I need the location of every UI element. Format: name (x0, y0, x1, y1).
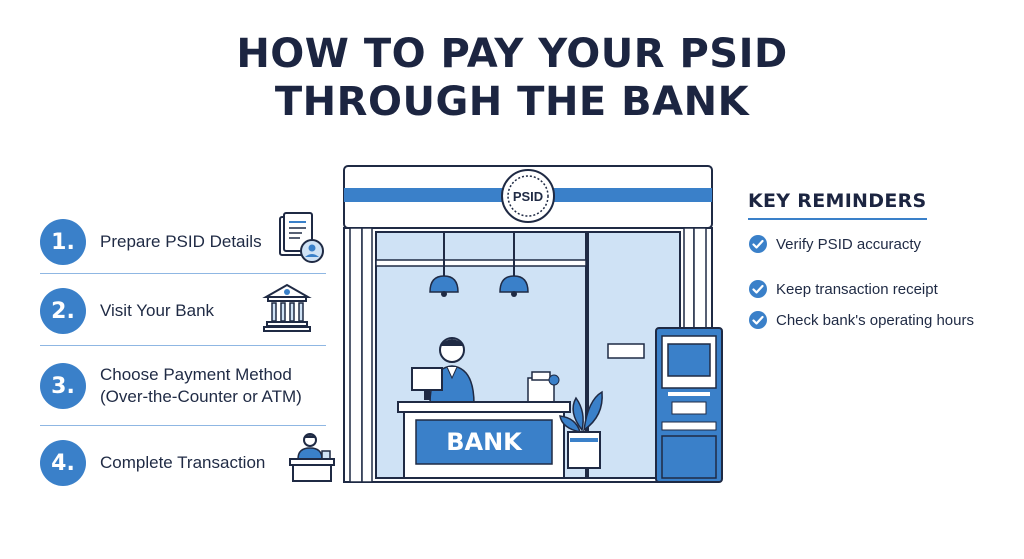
step-label: Choose Payment Method (Over-the-Counter … (100, 365, 302, 406)
counter-sign-text: BANK (446, 428, 523, 456)
key-reminders-panel: KEY REMINDERS Verify PSID accuracty Keep… (748, 190, 998, 329)
step-number: 2. (40, 288, 86, 334)
step-4: 4. Complete Transaction (40, 440, 326, 486)
step-label: Prepare PSID Details (100, 232, 262, 251)
potted-plant-icon (559, 390, 603, 469)
title-line-2: THROUGH THE BANK (274, 79, 750, 125)
step-number: 3. (40, 363, 86, 409)
psid-seal: PSID (501, 169, 555, 223)
reminder-item: Check bank's operating hours (748, 310, 974, 330)
pendant-lamp-icon (429, 232, 459, 297)
step-divider (40, 273, 326, 274)
bank-building-icon (262, 283, 312, 332)
computer-monitor-icon (411, 367, 443, 400)
step-3: 3. Choose Payment Method (Over-the-Count… (40, 363, 326, 409)
reminder-text: Verify PSID accuracty (776, 235, 922, 253)
wall-sign (607, 343, 645, 359)
reminder-text: Check bank's operating hours (776, 311, 974, 329)
receipt-printer-icon (527, 371, 560, 403)
step-divider (40, 345, 326, 346)
step-label: Complete Transaction (100, 453, 266, 472)
step-number: 4. (40, 440, 86, 486)
counter-sign (415, 419, 553, 465)
step-1: 1. Prepare PSID Details (40, 219, 326, 265)
page-title: HOW TO PAY YOUR PSID THROUGH THE BANK (0, 30, 1024, 126)
check-circle-icon (749, 280, 767, 298)
step-number: 1. (40, 219, 86, 265)
psid-seal-text: PSID (513, 189, 543, 204)
pendant-lamp-icon (499, 232, 529, 297)
reminder-item: Verify PSID accuracty (748, 234, 921, 254)
step-label: Visit Your Bank (100, 301, 215, 320)
step-2: 2. Visit Your Bank (40, 288, 326, 334)
teller-desk-icon (289, 433, 335, 482)
reminders-title: KEY REMINDERS (748, 190, 927, 220)
check-circle-icon (749, 311, 767, 329)
bank-branch-illustration: PSID BANK (343, 165, 723, 483)
reminder-item: Keep transaction receipt (748, 279, 938, 299)
reminder-text: Keep transaction receipt (776, 280, 938, 298)
step-divider (40, 425, 326, 426)
check-circle-icon (749, 235, 767, 253)
title-line-1: HOW TO PAY YOUR PSID (236, 31, 788, 77)
counter-top (397, 401, 571, 413)
document-user-icon (279, 212, 324, 263)
atm-machine-icon (655, 327, 723, 483)
